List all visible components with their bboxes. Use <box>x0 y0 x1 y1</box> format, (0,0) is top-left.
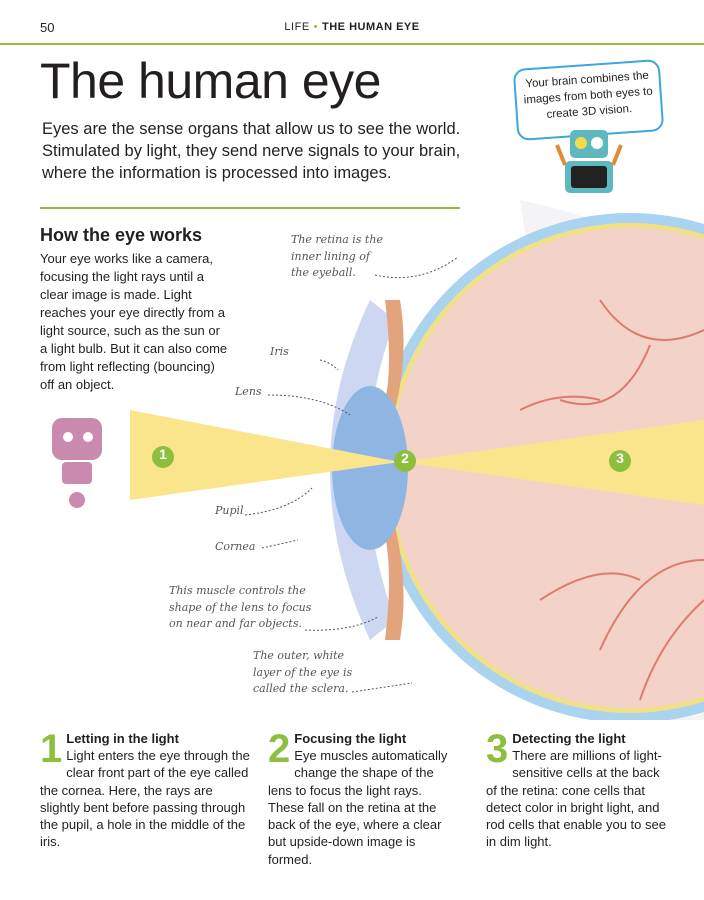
leader-lines <box>244 256 459 693</box>
pupil-label: Pupil <box>215 504 244 517</box>
step-body: Eye muscles automatically change the sha… <box>268 748 448 867</box>
incoming-light-beam <box>130 410 400 500</box>
step-body: Light enters the eye through the clear f… <box>40 748 250 850</box>
retina-label: The retina is the inner lining of the ey… <box>291 233 383 279</box>
section-label: LIFE <box>284 21 310 33</box>
step-markers <box>152 446 631 472</box>
lens <box>332 386 408 550</box>
marker-3 <box>609 450 631 472</box>
step-3: 3 Detecting the light There are millions… <box>486 727 671 851</box>
marker-1 <box>152 446 174 468</box>
iris-label: Iris <box>270 345 289 358</box>
how-it-works-body: Your eye works like a camera, focusing t… <box>40 251 228 392</box>
step-number: 2 <box>268 727 291 771</box>
section-divider <box>40 207 460 209</box>
muscle-label: This muscle controls the shape of the le… <box>169 584 312 630</box>
header-divider <box>0 43 704 45</box>
intro-paragraph: Eyes are the sense organs that allow us … <box>42 120 461 182</box>
page-number: 50 <box>40 20 55 35</box>
lens-label: Lens <box>235 385 262 398</box>
step-number: 1 <box>40 727 63 771</box>
step-title: Detecting the light <box>512 731 626 746</box>
page-title: The human eye <box>40 53 381 109</box>
ciliary-muscle <box>380 300 404 640</box>
step-title: Letting in the light <box>66 731 179 746</box>
cornea-label: Cornea <box>215 540 256 553</box>
robot-3d-icon <box>555 130 623 193</box>
step-title: Focusing the light <box>294 731 407 746</box>
marker-2-label: 2 <box>401 450 409 466</box>
eye-diagram <box>52 200 704 720</box>
marker-1-label: 1 <box>159 446 167 462</box>
step-2: 2 Focusing the light Eye muscles automat… <box>268 727 458 868</box>
robot-icon <box>52 418 102 508</box>
sclera-label: The outer, white layer of the eye is cal… <box>253 649 353 695</box>
marker-2 <box>394 450 416 472</box>
step-body: There are millions of light-sensitive ce… <box>486 748 666 850</box>
focused-light-beam <box>400 420 704 505</box>
running-header: LIFE•THE HUMAN EYE <box>284 21 420 33</box>
step-1: 1 Letting in the light Light enters the … <box>40 727 255 851</box>
marker-3-label: 3 <box>616 450 624 466</box>
how-it-works-heading: How the eye works <box>40 225 203 245</box>
step-number: 3 <box>486 727 509 771</box>
topic-label: THE HUMAN EYE <box>322 21 420 33</box>
blood-vessels <box>519 299 704 701</box>
